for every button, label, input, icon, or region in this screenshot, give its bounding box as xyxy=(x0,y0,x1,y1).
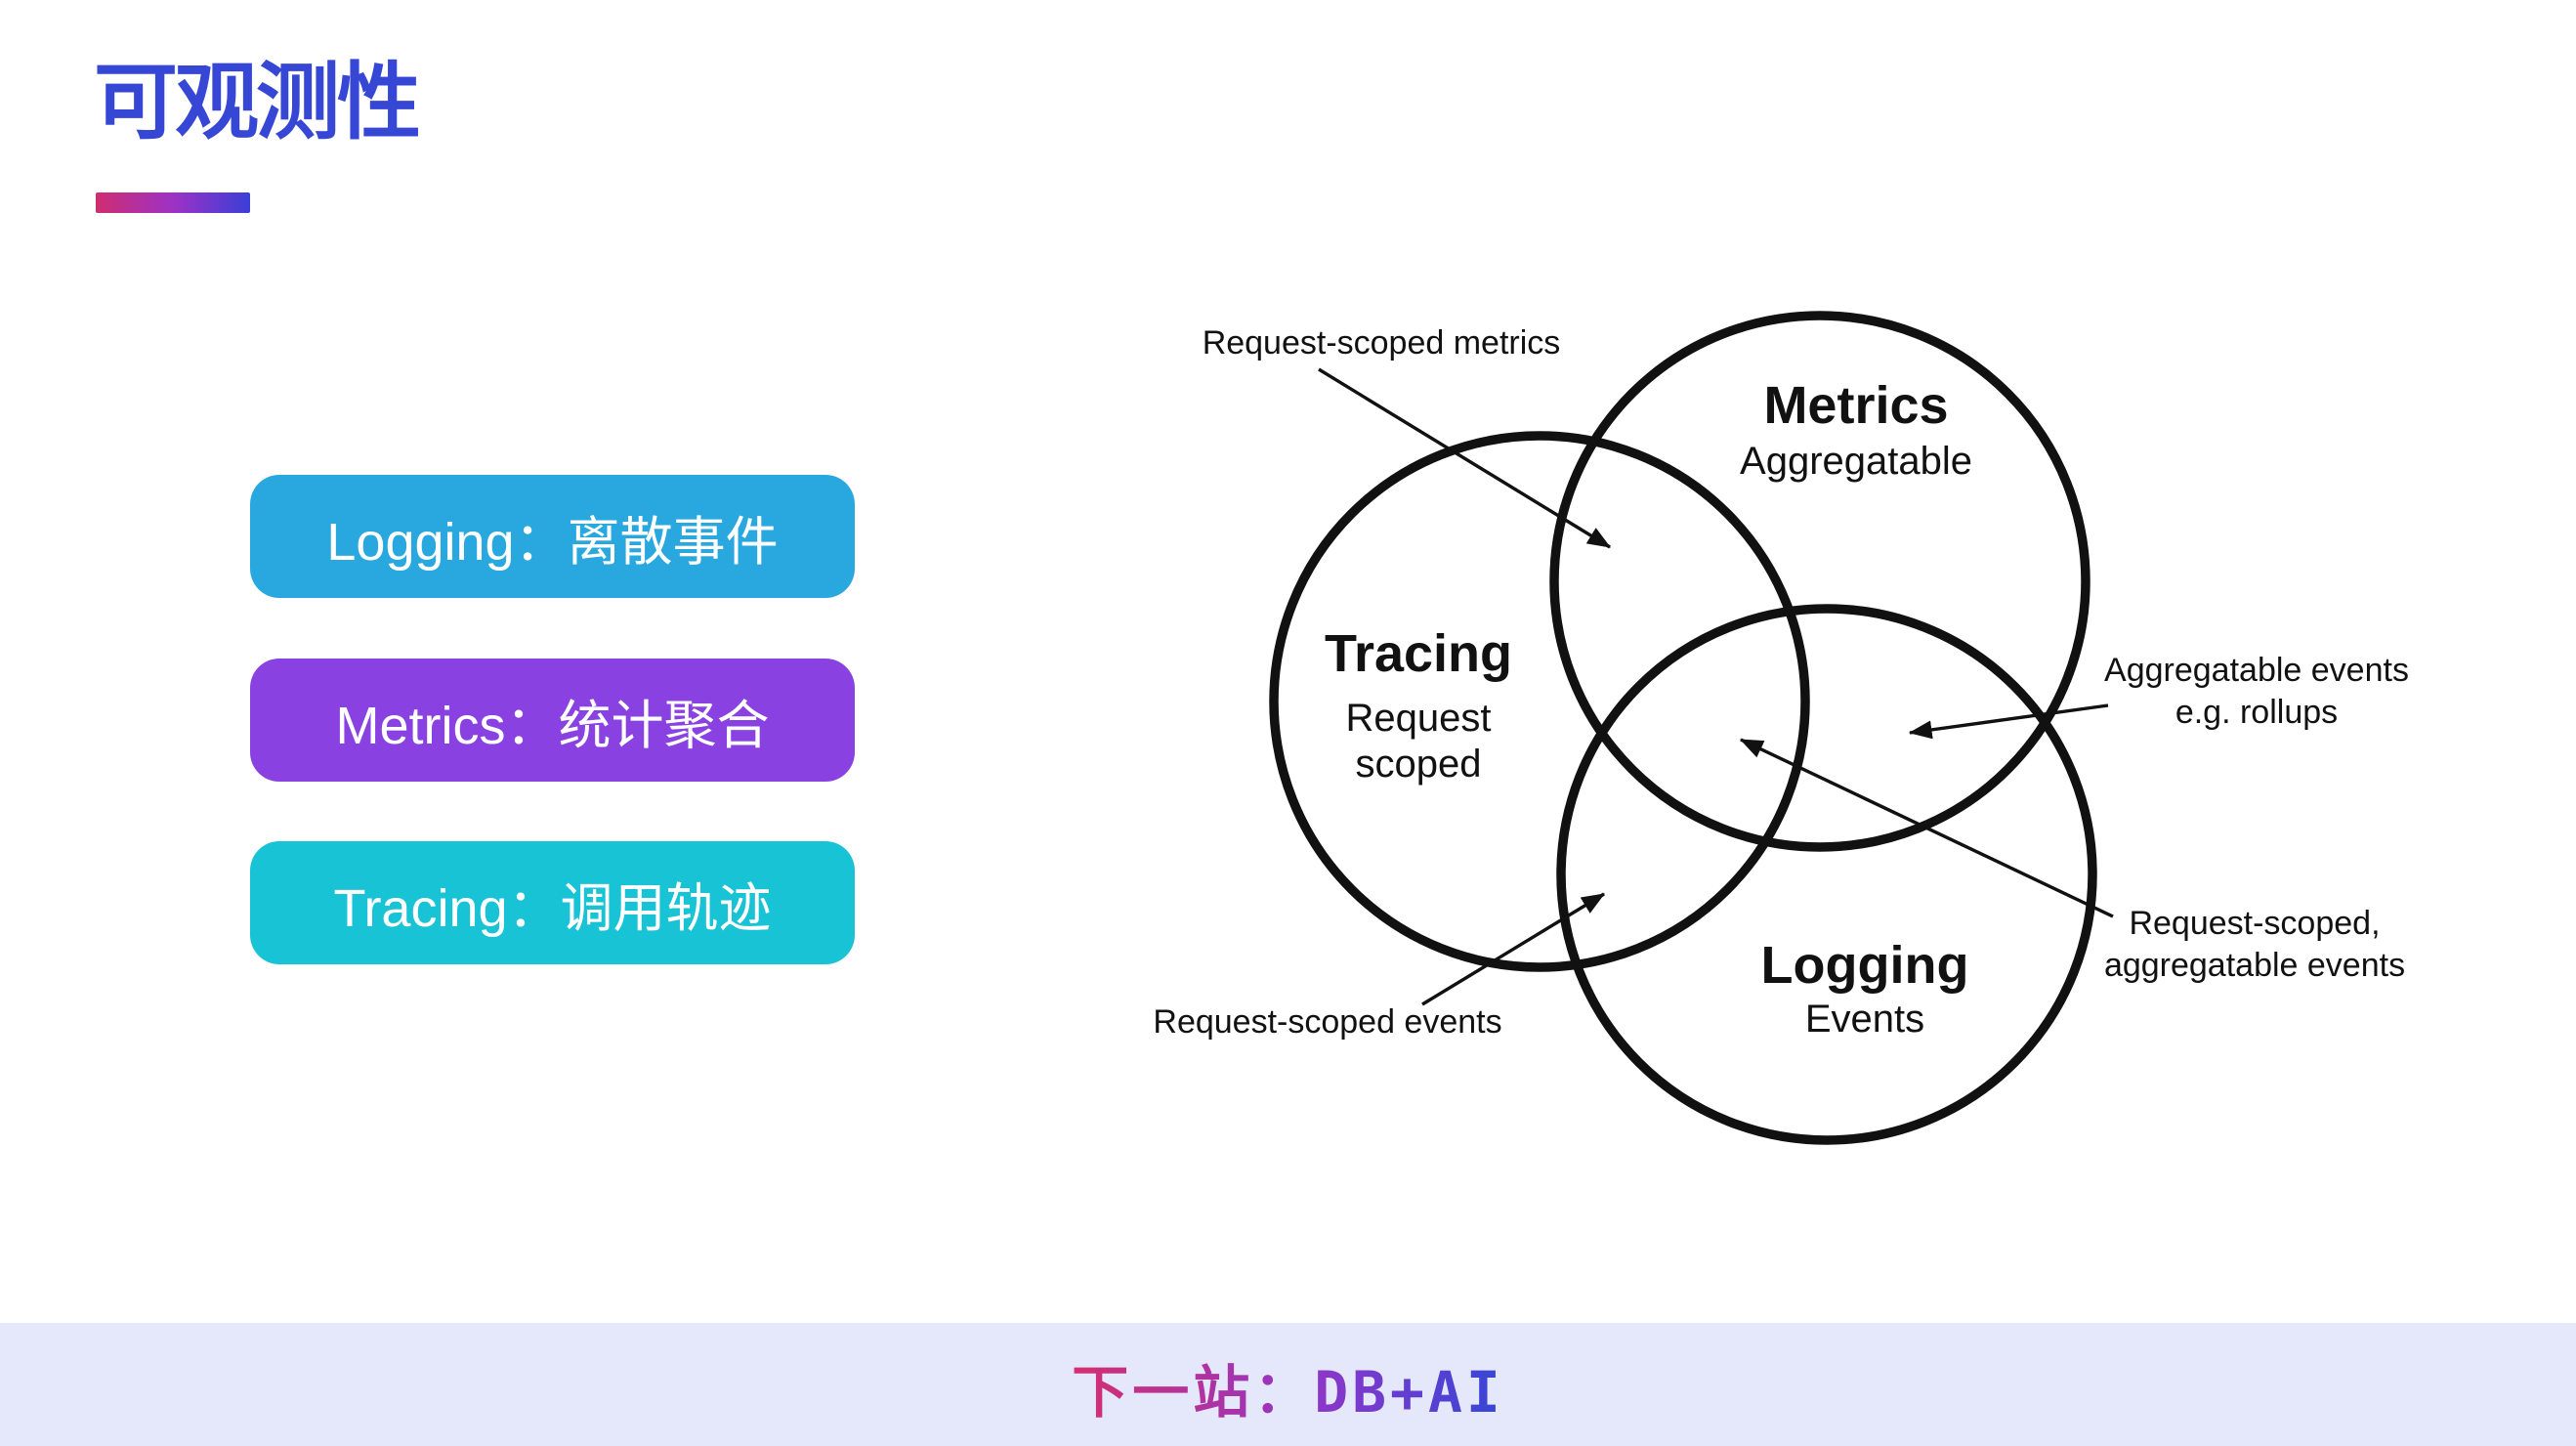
tracing-label: Tracing xyxy=(1325,624,1512,683)
arrow-request-scoped-metrics xyxy=(1318,367,1612,549)
badge-logging: Logging：离散事件 xyxy=(250,475,855,598)
metrics-label: Metrics xyxy=(1763,376,1948,435)
page-title: 可观测性 xyxy=(94,56,421,149)
arrow-request-scoped-aggregatable-events xyxy=(1739,738,2114,918)
badge-tracing: Tracing：调用轨迹 xyxy=(250,841,855,964)
footer-text-cn: 下一站： xyxy=(1072,1361,1315,1425)
arrow-aggregatable-events xyxy=(1908,703,2109,740)
title-underline xyxy=(96,192,250,213)
tracing-sublabel-line1: Request xyxy=(1346,697,1492,740)
annotation-aggregatable-events-line2: e.g. rollups xyxy=(2175,694,2338,731)
logging-label: Logging xyxy=(1761,936,1969,995)
annotation-request-scoped-events: Request-scoped events xyxy=(1153,1003,1501,1041)
tracing-circle xyxy=(1269,431,1810,972)
annotation-request-scoped-aggregatable-line1: Request-scoped, xyxy=(2129,905,2380,942)
venn-diagram: Metrics Aggregatable Tracing Request sco… xyxy=(1153,311,2409,1145)
annotation-request-scoped-aggregatable-line2: aggregatable events xyxy=(2104,947,2405,984)
annotation-aggregatable-events-line1: Aggregatable events xyxy=(2104,652,2409,689)
logging-circle xyxy=(1556,604,2097,1145)
metrics-circle xyxy=(1549,311,2090,852)
footer-band: 下一站：DB+AI xyxy=(0,1323,2576,1446)
logging-sublabel: Events xyxy=(1805,998,1924,1041)
arrow-request-scoped-events xyxy=(1421,892,1606,1006)
metrics-sublabel: Aggregatable xyxy=(1740,440,1972,483)
footer-text: 下一站：DB+AI xyxy=(1072,1346,1504,1428)
badge-metrics: Metrics：统计聚合 xyxy=(250,659,855,782)
annotation-request-scoped-metrics: Request-scoped metrics xyxy=(1203,324,1561,362)
footer-text-en: DB+AI xyxy=(1314,1359,1504,1425)
tracing-sublabel-line2: scoped xyxy=(1356,743,1482,786)
